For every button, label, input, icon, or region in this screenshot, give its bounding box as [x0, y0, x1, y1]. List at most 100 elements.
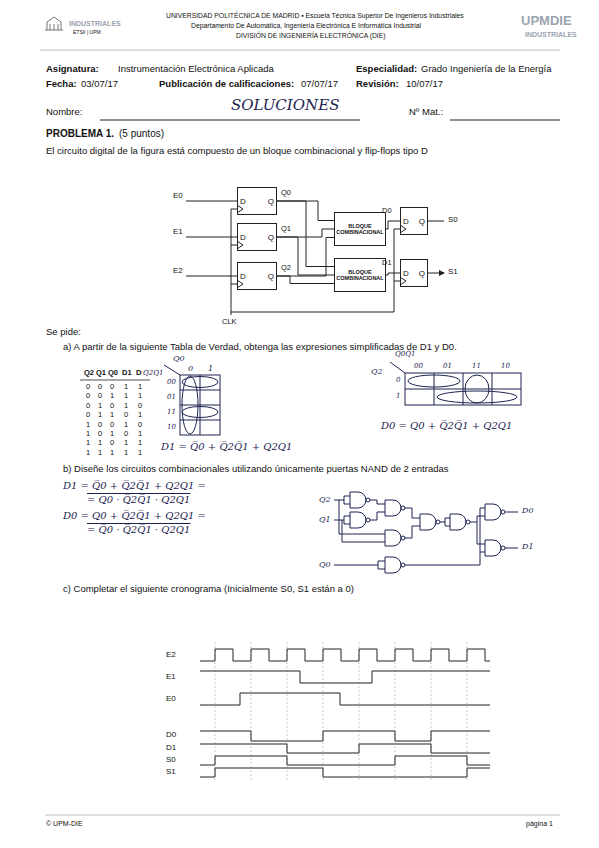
text-label: 00	[166, 378, 177, 386]
text-label: 1	[109, 411, 115, 420]
nand-bubble	[501, 510, 505, 514]
text-label: 1	[123, 383, 129, 392]
nand-gate	[385, 500, 401, 516]
table-rule	[80, 380, 150, 381]
text-label: b) Diseñe los circuitos combinacionales …	[62, 464, 449, 475]
kmap-grid	[164, 365, 220, 435]
text-label: E2	[172, 266, 184, 275]
header-art	[40, 17, 560, 815]
kmap-loop	[437, 391, 517, 403]
text-label: 07/07/17	[300, 79, 339, 90]
node-text: D	[240, 233, 246, 242]
combinational-block: BLOQUE COMBINACIONAL	[334, 258, 386, 292]
text-label: 1	[109, 430, 115, 439]
time-grid	[359, 642, 360, 782]
node-text: BLOQUE COMBINACIONAL	[336, 269, 383, 281]
text-label: Q2Q1	[142, 369, 164, 377]
text-label: INDUSTRIALES	[524, 31, 578, 39]
text-label: UNIVERSIDAD POLITÉCNICA DE MADRID ▪ Escu…	[165, 12, 465, 20]
text-label: 1	[123, 392, 129, 401]
text-label: Revisión:	[355, 79, 400, 90]
text-label: Especialidad:	[355, 64, 418, 75]
waveform	[200, 731, 490, 741]
text-label: DIVISIÓN DE INGENIERÍA ELECTRÓNICA (DIE)	[235, 32, 387, 40]
gate-wire	[334, 561, 385, 569]
text-label: 1	[137, 383, 143, 392]
truth-table	[80, 380, 150, 381]
text-label: 1	[123, 439, 129, 448]
text-label: D1	[521, 542, 535, 551]
text-label: S0	[165, 755, 177, 764]
field-underline	[100, 120, 560, 121]
text-label: 0	[85, 383, 91, 392]
text-label: Q0	[318, 560, 332, 569]
text-label: 1	[97, 439, 103, 448]
time-grid	[431, 642, 432, 782]
text-label: D0 = Q0 + Q̅2Q̅1 + Q2Q1 =	[62, 510, 207, 522]
text-label: 1	[123, 421, 129, 430]
nand-gate	[350, 512, 366, 528]
text-label: Q0	[280, 189, 292, 198]
text-label: D0 = Q0 + Q̅2Q̅1 + Q2Q1	[380, 420, 513, 432]
text-label: 1	[97, 411, 103, 420]
text-label: 0	[85, 411, 91, 420]
text-label: D1 = Q̅0 + Q̅2Q̅1 + Q2Q1	[160, 441, 293, 453]
gate-wire	[440, 518, 450, 526]
text-label: 0	[137, 421, 143, 430]
text-label: 1	[137, 439, 143, 448]
nand-bubble	[366, 518, 370, 522]
text-label: E0	[172, 191, 184, 200]
text-label: Q1	[95, 369, 107, 378]
text-label: Instrumentación Electrónica Aplicada	[117, 64, 275, 75]
text-label: Se pide:	[45, 327, 82, 338]
text-label: (5 puntos)	[118, 128, 165, 140]
node-text: Q	[419, 269, 425, 278]
text-label: CLK	[221, 318, 238, 327]
nand-gate	[450, 514, 466, 530]
text-label: 0	[85, 392, 91, 401]
node-text: Q	[268, 272, 274, 281]
text-label: El circuito digital de la figura está co…	[45, 146, 429, 157]
text-label: SOLUCIONES	[230, 97, 340, 114]
waveform	[200, 693, 490, 705]
text-label: D1	[121, 369, 133, 378]
nand-gate	[350, 492, 366, 508]
text-label: 0	[109, 421, 115, 430]
nand-circuit	[334, 492, 518, 573]
text-label: Q2	[83, 369, 95, 378]
text-label: D0	[521, 506, 535, 515]
time-grid	[323, 642, 324, 782]
text-label: 0	[123, 430, 129, 439]
text-label: 11	[471, 362, 482, 370]
text-label: 1	[85, 421, 91, 430]
text-label: 1	[123, 449, 129, 458]
gate-wire	[405, 508, 420, 538]
text-label: E1	[172, 227, 184, 236]
flip-flop-box: DQ	[400, 259, 428, 287]
nand-bubble	[401, 506, 405, 510]
waveform	[200, 768, 490, 777]
text-label: INDUSTRIALES	[68, 20, 122, 28]
text-label: Departamento De Automática, Ingeniería E…	[190, 22, 422, 30]
text-label: D1	[381, 259, 393, 268]
waveform	[200, 671, 490, 683]
text-label: c) Completar el siguiente cronograma (In…	[62, 584, 355, 595]
clock-wire	[231, 209, 400, 315]
text-label: Grado Ingeniería de la Energía	[420, 64, 552, 75]
kmap-loop	[182, 377, 218, 388]
text-label: 1	[137, 411, 143, 420]
text-label: 00	[413, 362, 424, 370]
kmap-loop	[465, 375, 489, 403]
signal-wire	[277, 201, 334, 267]
nand-gate	[420, 514, 436, 530]
text-label: 10	[166, 423, 177, 431]
footer-rule	[45, 815, 560, 816]
flip-flop-box: DQ	[400, 207, 428, 235]
text-label: 1	[123, 402, 129, 411]
nand-gate	[485, 504, 501, 520]
flip-flop-box: DQ	[237, 262, 277, 290]
nand-bubble	[401, 536, 405, 540]
circuit-wires	[186, 201, 444, 315]
text-label: 1	[85, 449, 91, 458]
text-label: ETSII | UPM	[72, 30, 102, 36]
